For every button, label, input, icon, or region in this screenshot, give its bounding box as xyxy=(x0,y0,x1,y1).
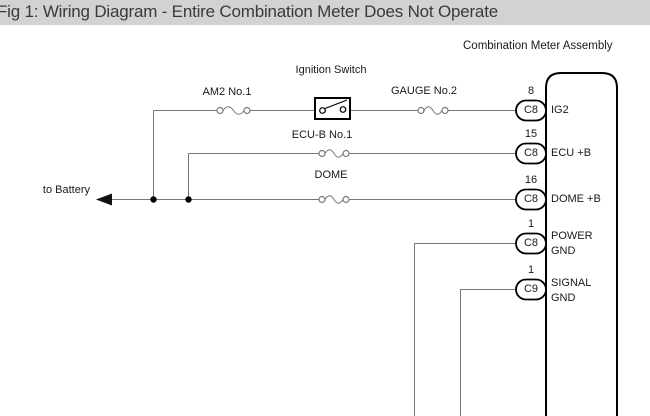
ignition-switch-right-contact xyxy=(339,106,347,113)
assembly-label: Combination Meter Assembly xyxy=(463,40,613,52)
pin-label: SIGNAL GND xyxy=(551,277,591,304)
fuse-label-ecub: ECU-B No.1 xyxy=(291,129,353,141)
pin-number: 15 xyxy=(524,128,538,140)
to-battery-arrow xyxy=(96,193,112,206)
fuse-am2-right-terminal xyxy=(243,106,251,115)
fuse-dome-right-terminal xyxy=(342,195,350,204)
to-battery-label: to Battery xyxy=(42,184,90,196)
connector-oval-ecub xyxy=(515,142,547,165)
fuse-element-dome xyxy=(324,195,344,204)
wire-power-gnd xyxy=(414,243,517,416)
connector-oval-powergnd xyxy=(515,232,547,255)
pin-label: DOME +B xyxy=(551,193,601,205)
pin-number: 16 xyxy=(524,174,538,186)
fuse-element-gauge xyxy=(423,106,443,115)
connector-ovals xyxy=(515,99,547,301)
figure-title-bar: Fig 1: Wiring Diagram - Entire Combinati… xyxy=(0,0,650,25)
fuse-dome-left-terminal xyxy=(318,195,326,204)
meter-assembly-outline xyxy=(545,72,618,416)
connector-oval-signalgnd xyxy=(515,278,547,301)
connector-code: C8 xyxy=(523,237,539,249)
connector-oval-ig2 xyxy=(515,99,547,122)
fuse-ecub-left-terminal xyxy=(318,149,326,158)
pin-number: 1 xyxy=(527,264,535,276)
ignition-switch-box xyxy=(314,97,351,120)
pin-label: POWER GND xyxy=(551,230,593,257)
pin-label: IG2 xyxy=(551,104,569,116)
ignition-switch-blade xyxy=(324,99,348,110)
fuse-element-am2 xyxy=(222,106,245,115)
connector-code: C8 xyxy=(523,104,539,116)
junction-dot-1 xyxy=(150,196,157,203)
connector-code: C8 xyxy=(523,193,539,205)
wires xyxy=(97,106,517,416)
pin-label: ECU +B xyxy=(551,147,592,159)
fuse-label-am2: AM2 No.1 xyxy=(202,86,252,98)
connector-code: C9 xyxy=(523,283,539,295)
figure-title: Fig 1: Wiring Diagram - Entire Combinati… xyxy=(0,2,498,21)
pin-number: 1 xyxy=(527,218,535,230)
fuse-am2-left-terminal xyxy=(216,106,224,115)
wire-signal-gnd xyxy=(460,289,517,416)
fuse-ecub-right-terminal xyxy=(342,149,350,158)
pin-number: 8 xyxy=(527,85,535,97)
connector-code: C8 xyxy=(523,147,539,159)
junction-dot-2 xyxy=(185,196,192,203)
fuse-label-gauge: GAUGE No.2 xyxy=(390,85,458,97)
ignition-switch-label: Ignition Switch xyxy=(295,64,367,76)
connector-oval-domeb xyxy=(515,188,547,211)
fuse-label-dome: DOME xyxy=(314,169,348,181)
fuse-gauge-left-terminal xyxy=(417,106,425,115)
fuse-element-ecub xyxy=(324,149,344,158)
ignition-switch-left-contact xyxy=(319,107,326,114)
ignition-switch-symbol xyxy=(314,97,351,120)
fuse-gauge-right-terminal xyxy=(441,106,449,115)
fuse-terminals xyxy=(216,106,449,204)
